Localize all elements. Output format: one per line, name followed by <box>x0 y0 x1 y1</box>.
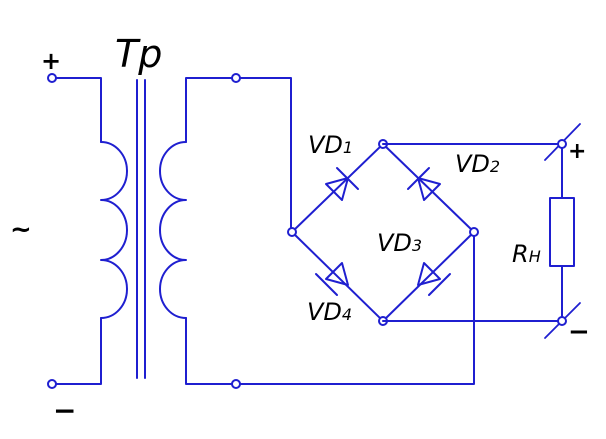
transformer-label: Тр <box>115 32 162 76</box>
load-label-sub: Н <box>529 247 541 266</box>
diode-vd1 <box>325 167 359 201</box>
vd4-label-sub: 4 <box>342 305 352 324</box>
input-plus-sign: + <box>41 47 61 75</box>
vd4-label: VD4 <box>307 298 352 326</box>
output-minus-sign: − <box>568 317 590 347</box>
primary-bottom-lead <box>53 317 102 385</box>
vd2-bar <box>407 167 430 190</box>
vd1-bar <box>336 167 359 190</box>
primary-winding <box>100 141 128 319</box>
diode-vd2 <box>407 167 441 201</box>
diode-vd3 <box>417 262 451 296</box>
diode-vd4 <box>315 262 349 296</box>
transformer-label-sub: р <box>137 32 162 76</box>
diode-bridge <box>287 139 479 326</box>
bridge-node-right <box>469 227 479 237</box>
vd3-bar <box>428 273 451 296</box>
output-circuit <box>382 123 581 339</box>
secondary-winding <box>159 141 187 319</box>
vd3-label: VD3 <box>377 229 422 257</box>
output-plus-sign: + <box>568 139 586 164</box>
transformer-core <box>136 79 146 379</box>
labels: Тр + − ~ + − VD1 VD2 VD3 VD4 RН <box>10 32 590 427</box>
vd3-label-sub: 3 <box>412 236 422 255</box>
vd1-label: VD1 <box>308 131 353 159</box>
vd4-triangle <box>325 262 349 286</box>
input-minus-sign: − <box>53 394 76 427</box>
vd2-label: VD2 <box>455 150 500 178</box>
ac-symbol: ~ <box>10 215 32 245</box>
vd2-triangle <box>417 177 441 201</box>
vd4-bar <box>315 273 338 296</box>
secondary-circuit <box>159 73 475 389</box>
secondary-top-wire <box>185 77 292 233</box>
secondary-top-node <box>231 73 241 83</box>
output-terminal-top <box>557 139 567 149</box>
vd2-label-sub: 2 <box>490 157 500 176</box>
secondary-bottom-wire <box>185 231 475 385</box>
input-terminal-bottom <box>47 379 57 389</box>
input-terminal-top <box>47 73 57 83</box>
primary-top-lead <box>53 77 102 143</box>
vd3-triangle <box>417 262 441 286</box>
secondary-bottom-node <box>231 379 241 389</box>
load-resistor <box>549 197 575 267</box>
load-label: RН <box>512 240 541 268</box>
bridge-node-left <box>287 227 297 237</box>
vd1-label-sub: 1 <box>343 138 353 157</box>
output-terminal-bottom <box>557 316 567 326</box>
primary-circuit <box>47 73 128 389</box>
vd1-triangle <box>325 177 349 201</box>
